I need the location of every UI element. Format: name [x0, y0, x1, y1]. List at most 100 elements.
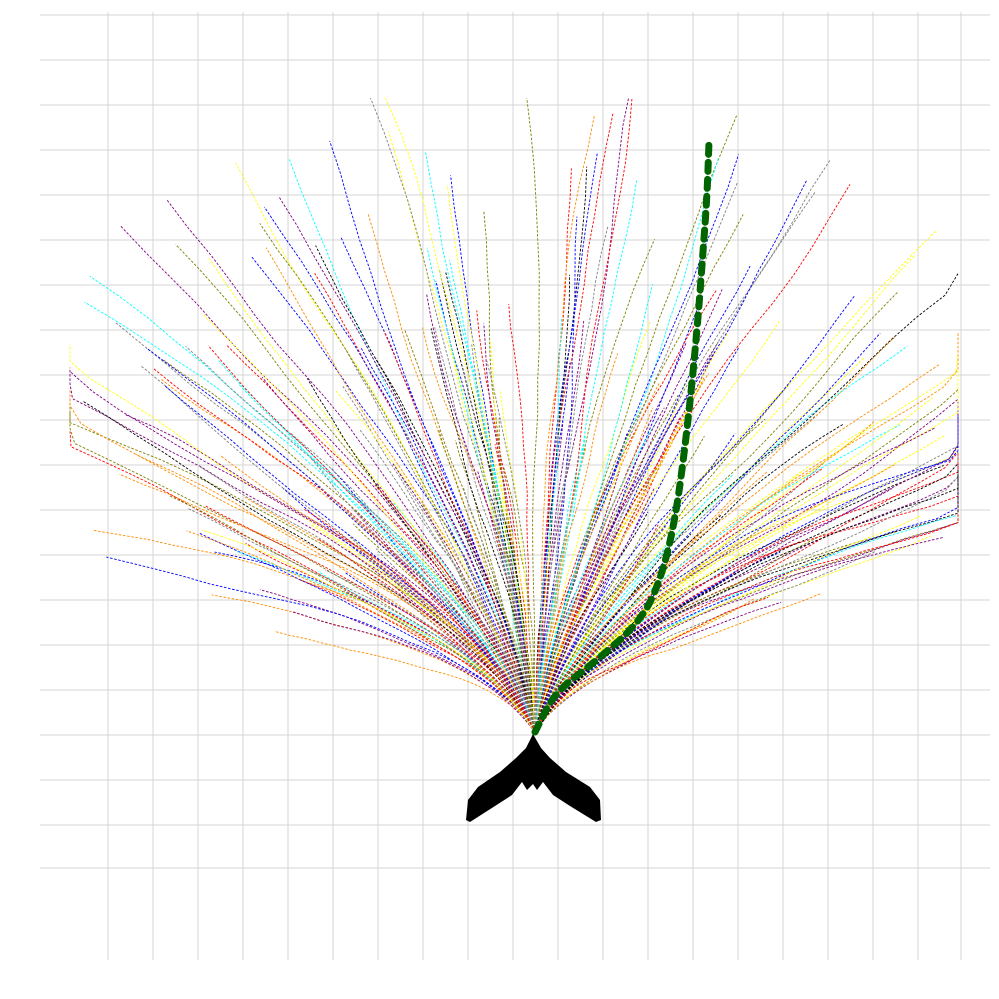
- trajectory-line: [534, 470, 620, 733]
- trajectory-line: [534, 255, 915, 733]
- trajectory-lines: [69, 97, 959, 733]
- trajectory-line: [106, 556, 536, 733]
- trajectory-line: [534, 525, 667, 733]
- trajectory-line: [526, 97, 540, 733]
- trajectory-line: [498, 418, 536, 733]
- trajectory-line: [306, 378, 536, 733]
- trajectory-line: [259, 223, 536, 733]
- trajectory-line: [119, 473, 536, 733]
- trajectory-line: [534, 332, 959, 733]
- trajectory-line: [434, 327, 536, 733]
- trajectory-line: [534, 592, 822, 733]
- trajectory-line: [202, 529, 536, 733]
- trajectory-line: [235, 162, 536, 733]
- trajectory-line: [534, 389, 959, 733]
- grid-lines: [40, 12, 990, 960]
- trajectory-line: [534, 184, 851, 733]
- trajectory-line: [140, 365, 536, 733]
- trajectory-line: [534, 407, 654, 733]
- trajectory-line: [421, 326, 536, 733]
- trajectory-line: [534, 418, 766, 733]
- trajectory-line: [534, 432, 959, 733]
- trajectory-line: [370, 97, 536, 733]
- trajectory-line: [69, 388, 536, 733]
- trajectory-line: [438, 429, 536, 733]
- trajectory-line: [534, 290, 717, 733]
- trajectory-line: [207, 345, 536, 733]
- trajectory-line: [534, 530, 898, 733]
- trajectory-line: [69, 344, 536, 733]
- trajectory-line: [291, 611, 536, 733]
- trajectory-line: [534, 464, 895, 733]
- trajectory-line: [317, 538, 536, 733]
- trajectory-line: [534, 473, 734, 733]
- trajectory-line: [534, 398, 959, 733]
- trajectory-line: [146, 347, 536, 733]
- trajectory-line: [534, 596, 769, 733]
- trajectory-line: [69, 371, 536, 733]
- trajectory-line: [89, 275, 536, 733]
- trajectory-line: [69, 431, 536, 733]
- trajectory-line: [534, 551, 876, 733]
- trajectory-line: [534, 452, 959, 733]
- trajectory-line: [274, 630, 536, 733]
- trajectory-line: [315, 245, 536, 733]
- trajectory-line: [175, 243, 536, 733]
- trajectory-line: [534, 295, 856, 733]
- trajectory-line: [534, 535, 931, 733]
- trajectory-line: [534, 291, 898, 733]
- trajectory-line: [340, 237, 536, 733]
- trajectory-line: [534, 112, 614, 733]
- trajectory-line: [534, 426, 937, 733]
- trajectory-line: [125, 414, 536, 733]
- trajectory-line: [503, 467, 536, 733]
- trajectory-line: [152, 367, 536, 733]
- trajectory-line: [534, 487, 656, 733]
- trajectory-line: [239, 384, 536, 733]
- trajectory-line: [534, 511, 649, 733]
- trajectory-line: [534, 353, 619, 733]
- trajectory-line: [534, 97, 630, 733]
- trajectory-line: [314, 273, 536, 733]
- trajectory-line: [398, 471, 536, 733]
- trajectory-line: [534, 462, 662, 733]
- trajectory-line: [499, 389, 536, 732]
- trajectory-line: [261, 376, 536, 733]
- trajectory-line: [265, 247, 536, 733]
- trajectory-line: [534, 373, 709, 733]
- trajectory-line: [534, 367, 693, 733]
- trajectory-line: [534, 473, 959, 733]
- trajectory-line: [534, 414, 959, 733]
- trajectory-line: [534, 496, 959, 733]
- trajectory-line: [534, 341, 687, 733]
- trajectory-line: [166, 198, 536, 733]
- trajectory-line: [160, 378, 536, 733]
- trajectory-line: [534, 159, 831, 733]
- trajectory-line: [335, 390, 536, 733]
- trajectory-line: [534, 416, 681, 733]
- trajectory-line: [534, 515, 921, 733]
- trajectory-line: [489, 340, 536, 733]
- trajectory-line: [185, 346, 536, 733]
- trajectory-line: [534, 434, 946, 733]
- trajectory-line: [534, 115, 595, 733]
- trajectory-line: [69, 367, 536, 733]
- whale-tail-icon: [466, 734, 601, 822]
- trajectory-line: [168, 494, 536, 733]
- trajectory-line: [462, 487, 536, 733]
- trajectory-line: [534, 265, 751, 733]
- trajectory-line: [534, 461, 826, 733]
- trajectory-line: [445, 272, 536, 733]
- trajectory-line: [471, 344, 536, 733]
- trajectory-line: [360, 346, 536, 733]
- trajectory-line: [534, 283, 654, 733]
- trajectory-line: [188, 508, 536, 733]
- trajectory-line: [534, 97, 633, 733]
- trajectory-line: [534, 597, 755, 733]
- trajectory-line: [245, 542, 536, 733]
- trajectory-line: [329, 140, 536, 733]
- trajectory-line: [534, 569, 739, 733]
- trajectory-line: [534, 436, 586, 733]
- trajectory-line: [392, 463, 536, 733]
